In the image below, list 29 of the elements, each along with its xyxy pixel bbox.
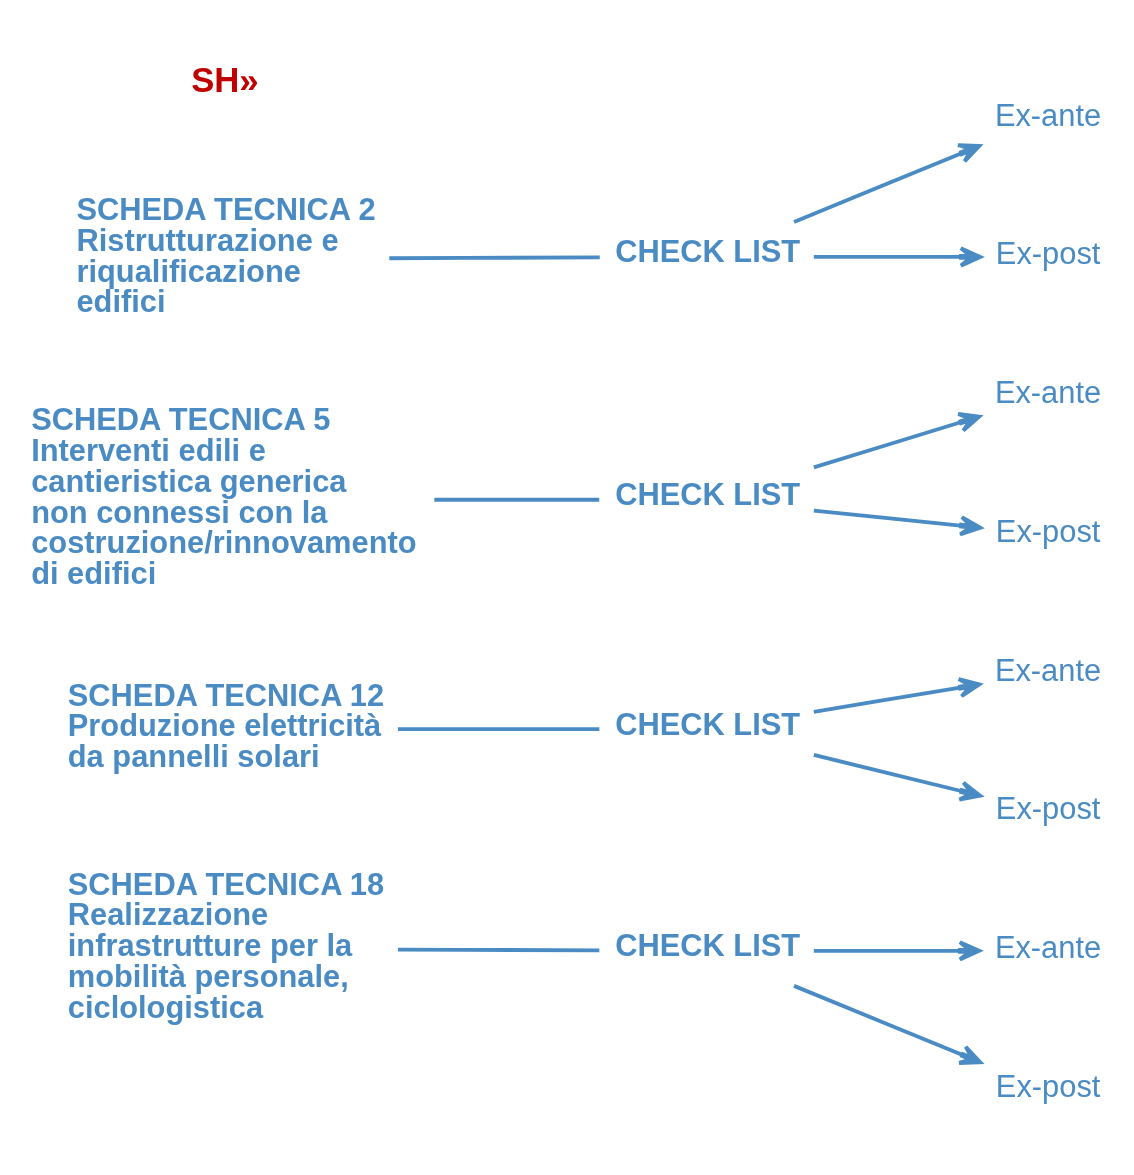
arrow (813, 677, 982, 714)
arrow (813, 753, 983, 802)
node-text: Ex-post (995, 1068, 1101, 1104)
node-text: SCHEDA TECNICA 18 Realizzazione infrastrutture per la mobilità personale, ciclologistica (67, 866, 385, 1025)
node-text: CHECK LIST (615, 928, 801, 964)
connector (398, 947, 600, 953)
node-text: CHECK LIST (615, 234, 801, 270)
node-text: Ex-ante (994, 375, 1102, 411)
arrow (793, 984, 983, 1065)
node-text: Ex-post (995, 513, 1101, 549)
connector (434, 497, 600, 502)
arrow (793, 143, 982, 224)
arrow (813, 246, 983, 268)
arrow (813, 940, 982, 962)
node-text: SCHEDA TECNICA 12 Produzione elettricità da pannelli solari (67, 677, 385, 775)
label: SH» (191, 60, 259, 99)
node-text: CHECK LIST (615, 477, 801, 513)
node-text: CHECK LIST (615, 706, 801, 742)
node-text: Ex-ante (994, 652, 1102, 688)
node-text: SCHEDA TECNICA 2 Ristrutturazione e riqualificazione edifici (76, 191, 376, 320)
node-text: Ex-post (995, 791, 1101, 827)
node-text: SCHEDA TECNICA 5 Interventi edili e cantieristica generica non connessi con la costruzione/rinnovamento di edifici (31, 402, 417, 592)
node-text: Ex-post (995, 236, 1101, 272)
connector (389, 255, 600, 261)
arrow (813, 508, 983, 537)
node-text: Ex-ante (994, 97, 1102, 133)
node-text: Ex-ante (994, 930, 1102, 966)
arrow (813, 412, 982, 470)
connector (398, 727, 600, 732)
